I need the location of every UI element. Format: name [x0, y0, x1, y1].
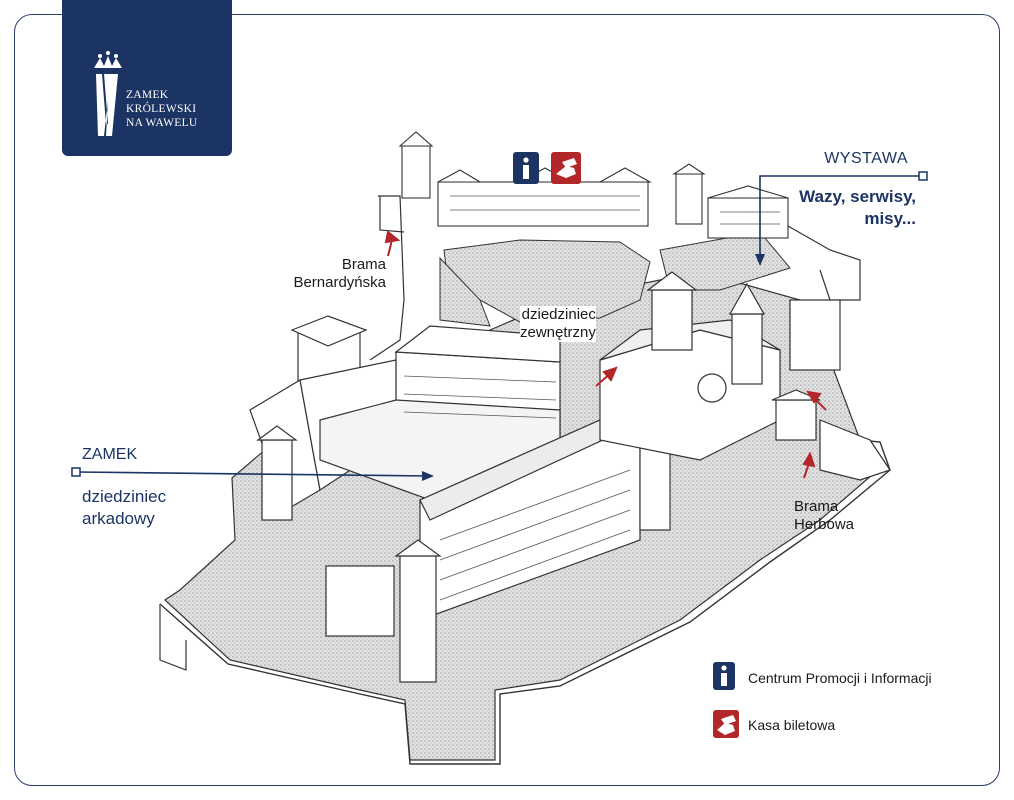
legend-ticket-label: Kasa biletowa — [748, 717, 836, 733]
callout-arrow-exhibition — [755, 254, 765, 266]
upper-wall — [369, 195, 405, 361]
arcaded-courtyard-label: dziedziniec arkadowy — [82, 486, 166, 530]
exhibition-caption-line-1: Wazy, serwisy, — [799, 187, 916, 206]
exhibition-caption: Wazy, serwisy, misy... — [799, 186, 916, 230]
bernardine-gate-line-2: Bernardyńska — [293, 274, 386, 291]
map-frame — [14, 14, 1000, 786]
outer-courtyard-line-2: zewnętrzny — [520, 324, 596, 341]
crown-w-icon — [94, 51, 122, 136]
map-ticket-icon — [551, 152, 581, 184]
outer-courtyard-line-1: dziedziniec — [521, 306, 596, 323]
arcaded-courtyard-line-2: arkadowy — [82, 509, 155, 528]
callout-lines — [75, 175, 922, 477]
logo-line-1: ZAMEK — [126, 89, 169, 101]
herbowa-gate-line-1: Brama — [794, 498, 839, 515]
ticket-hand-icon — [713, 710, 739, 738]
info-icon — [713, 662, 735, 690]
castle-logo: ZAMEK KRÓLEWSKI NA WAWELU — [62, 0, 232, 156]
legend-info-label: Centrum Promocji i Informacji — [748, 670, 932, 686]
map-info-icon — [513, 152, 539, 184]
outer-wall — [159, 439, 891, 765]
arcaded-courtyard-line-1: dziedziniec — [82, 487, 167, 506]
exhibition-caption-line-2: misy... — [864, 209, 916, 228]
herbowa-gate-line-2: Herbowa — [794, 516, 855, 533]
exhibition-title: WYSTAWA — [824, 150, 908, 167]
royal-castle — [249, 315, 676, 683]
logo-line-2: KRÓLEWSKI — [126, 103, 197, 115]
bernardine-gate-line-1: Brama — [341, 256, 386, 273]
castle-title: ZAMEK — [82, 446, 138, 463]
herbowa-gate-label: Brama Herbowa — [794, 498, 854, 534]
callout-node-exhibition — [918, 171, 928, 181]
north-buildings — [398, 131, 789, 239]
outer-courtyard-label: dziedziniec zewnętrzny — [520, 306, 596, 342]
logo-line-3: NA WAWELU — [126, 117, 198, 129]
bernardine-gate-label: Brama Bernardyńska — [293, 256, 386, 292]
cathedral — [599, 271, 891, 481]
callout-node-castle — [71, 467, 81, 477]
callout-arrow-castle — [422, 471, 434, 481]
entrance-arrows — [384, 230, 827, 479]
